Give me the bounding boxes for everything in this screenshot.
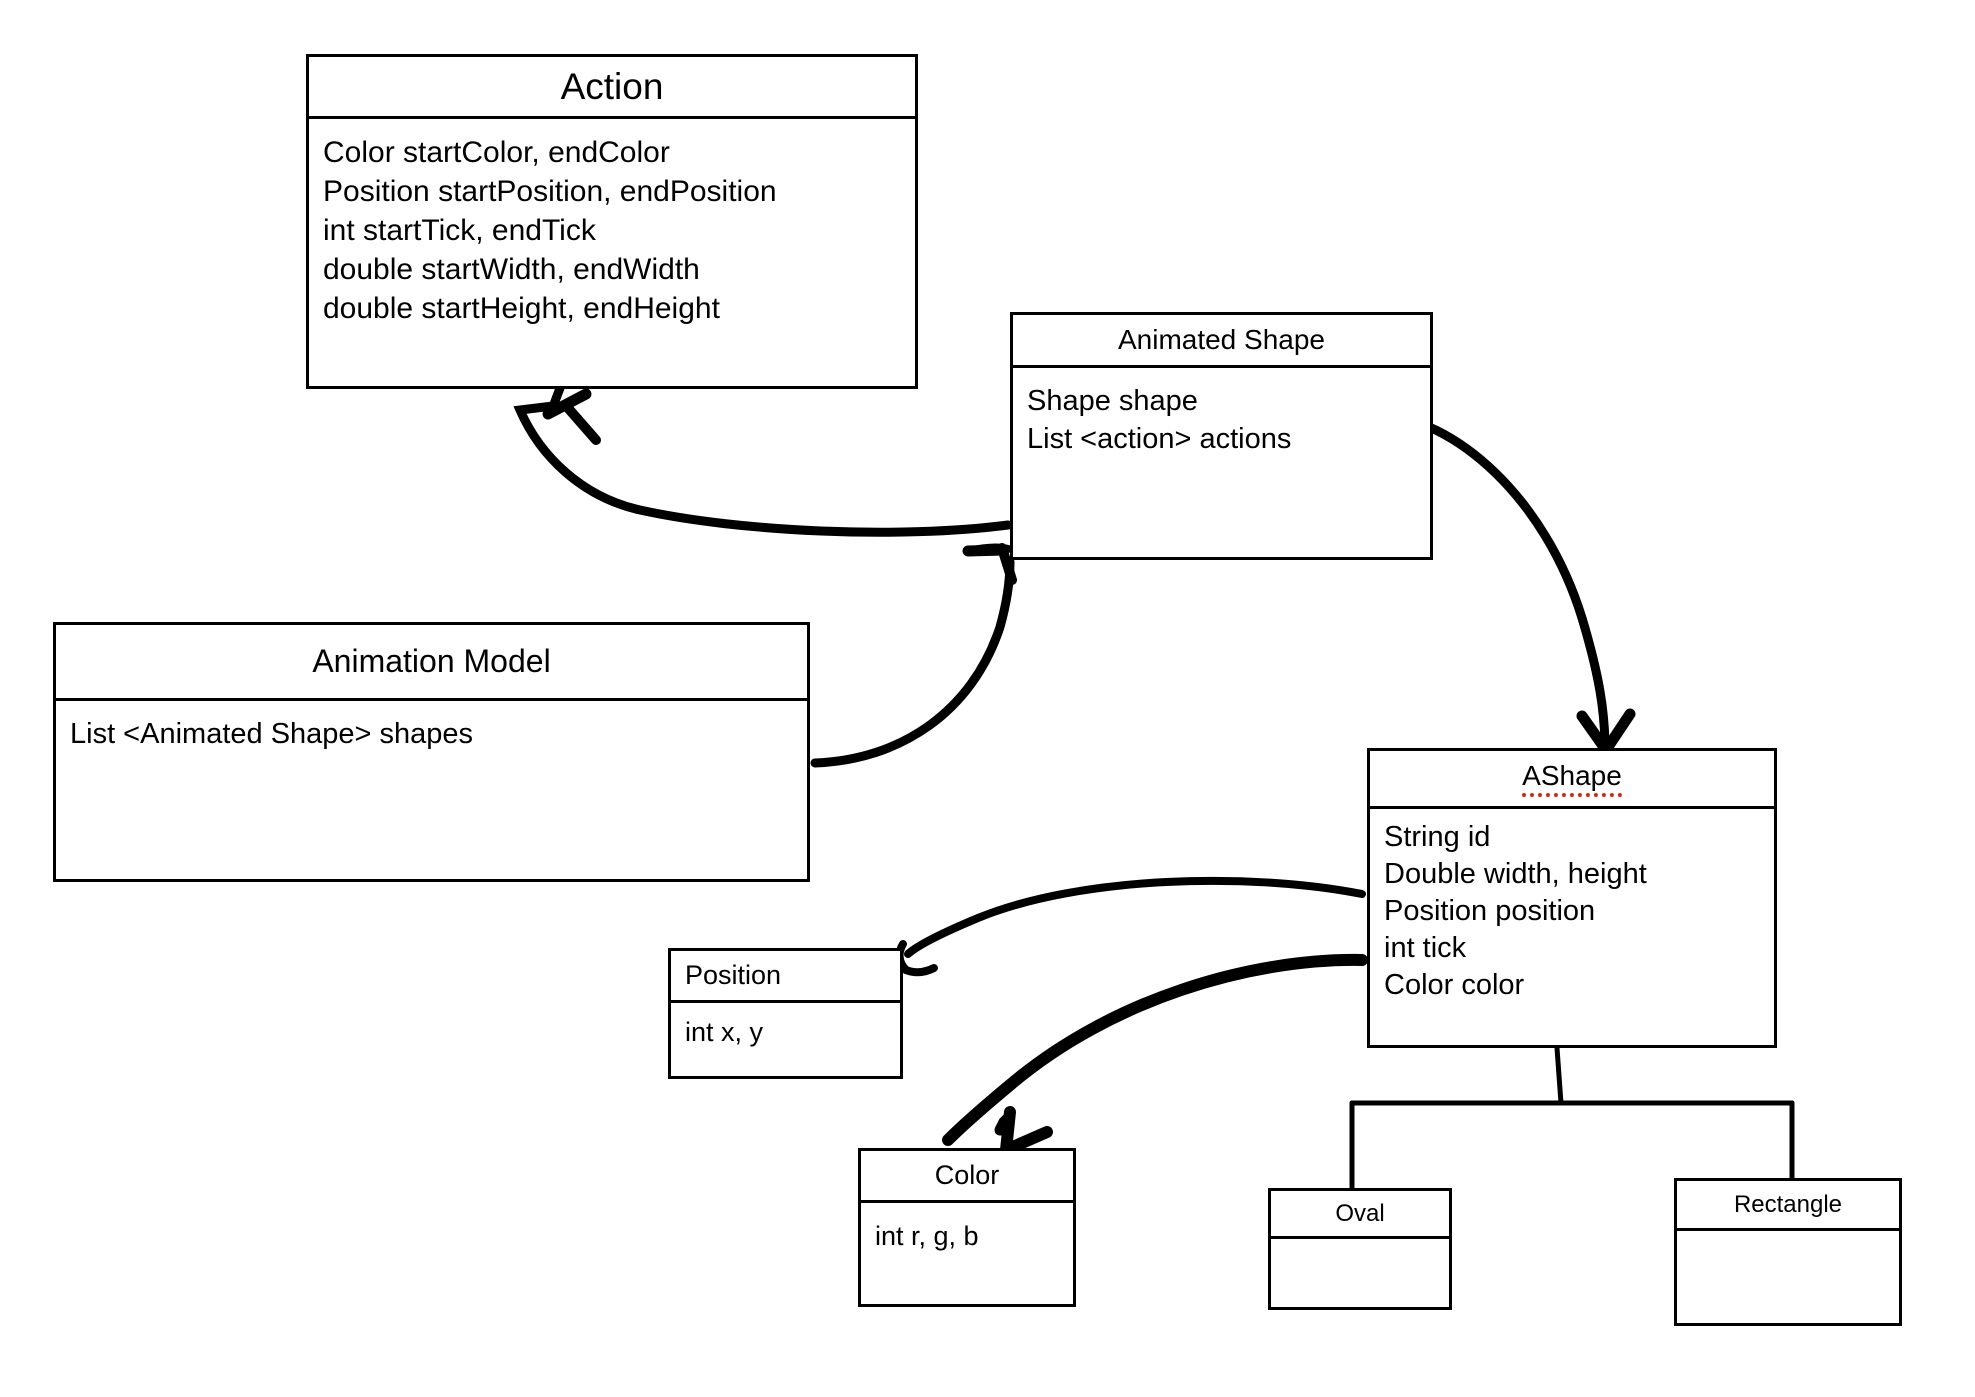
class-title-position: Position (685, 960, 782, 990)
class-attributes-animation-model: List <Animated Shape> shapes (56, 701, 807, 879)
class-attribute: Position startPosition, endPosition (323, 175, 777, 208)
class-title-cell-animated-shape: Animated Shape (1013, 315, 1430, 368)
class-attributes-color: int r, g, b (861, 1203, 1073, 1304)
connector-animation-model-to-animated-shape (810, 543, 1017, 768)
class-title-cell-ashape: AShape (1370, 751, 1774, 809)
class-attribute: String id (1384, 821, 1491, 853)
class-title-animated-shape: Animated Shape (1117, 324, 1326, 355)
class-attributes-animated-shape: Shape shape List <action> actions (1013, 368, 1430, 557)
class-title-action: Action (560, 65, 664, 107)
class-box-position[interactable]: Position int x, y (668, 948, 903, 1079)
class-attribute: Shape shape (1027, 385, 1198, 417)
class-title-oval: Oval (1335, 1199, 1385, 1227)
class-attributes-position: int x, y (671, 1003, 900, 1076)
class-title-cell-action: Action (309, 57, 915, 119)
class-title-cell-animation-model: Animation Model (56, 625, 807, 701)
class-title-cell-oval: Oval (1271, 1191, 1449, 1239)
connector-ashape-to-position (895, 876, 1366, 977)
class-attribute: Color startColor, endColor (323, 136, 670, 169)
class-attribute: int startTick, endTick (323, 214, 596, 247)
class-attributes-action: Color startColor, endColor Position star… (309, 119, 915, 386)
class-attributes-oval (1271, 1239, 1449, 1307)
class-attribute: Position position (1384, 895, 1596, 927)
class-box-oval[interactable]: Oval (1268, 1188, 1452, 1310)
class-title-ashape: AShape (1522, 760, 1622, 797)
class-attribute: int tick (1384, 932, 1467, 964)
class-attributes-rectangle (1677, 1231, 1899, 1323)
class-attribute: int r, g, b (875, 1221, 979, 1251)
class-box-animated-shape[interactable]: Animated Shape Shape shape List <action>… (1010, 312, 1433, 560)
class-box-action[interactable]: Action Color startColor, endColor Positi… (306, 54, 918, 389)
class-title-rectangle: Rectangle (1733, 1190, 1843, 1218)
class-title-ashape-wrapper: AShape (1370, 760, 1774, 797)
class-box-color[interactable]: Color int r, g, b (858, 1148, 1076, 1307)
class-box-ashape[interactable]: AShape String id Double width, height Po… (1367, 748, 1777, 1048)
connector-ashape-subclasses (1349, 1045, 1795, 1193)
class-attribute: double startWidth, endWidth (323, 253, 700, 286)
class-title-cell-rectangle: Rectangle (1677, 1181, 1899, 1231)
class-box-animation-model[interactable]: Animation Model List <Animated Shape> sh… (53, 622, 810, 882)
class-attribute: Double width, height (1384, 858, 1647, 890)
class-attribute: List <Animated Shape> shapes (70, 718, 474, 750)
connector-ashape-to-color (942, 953, 1368, 1156)
class-attribute: Color color (1384, 969, 1525, 1001)
class-title-cell-position: Position (671, 951, 900, 1003)
class-title-color: Color (934, 1160, 1000, 1190)
class-title-cell-color: Color (861, 1151, 1073, 1203)
class-attribute: double startHeight, endHeight (323, 292, 720, 325)
class-attribute: List <action> actions (1027, 423, 1292, 455)
class-attribute: int x, y (685, 1017, 764, 1047)
class-box-rectangle[interactable]: Rectangle (1674, 1178, 1902, 1326)
class-title-animation-model: Animation Model (312, 643, 551, 679)
class-attributes-ashape: String id Double width, height Position … (1370, 809, 1774, 1045)
